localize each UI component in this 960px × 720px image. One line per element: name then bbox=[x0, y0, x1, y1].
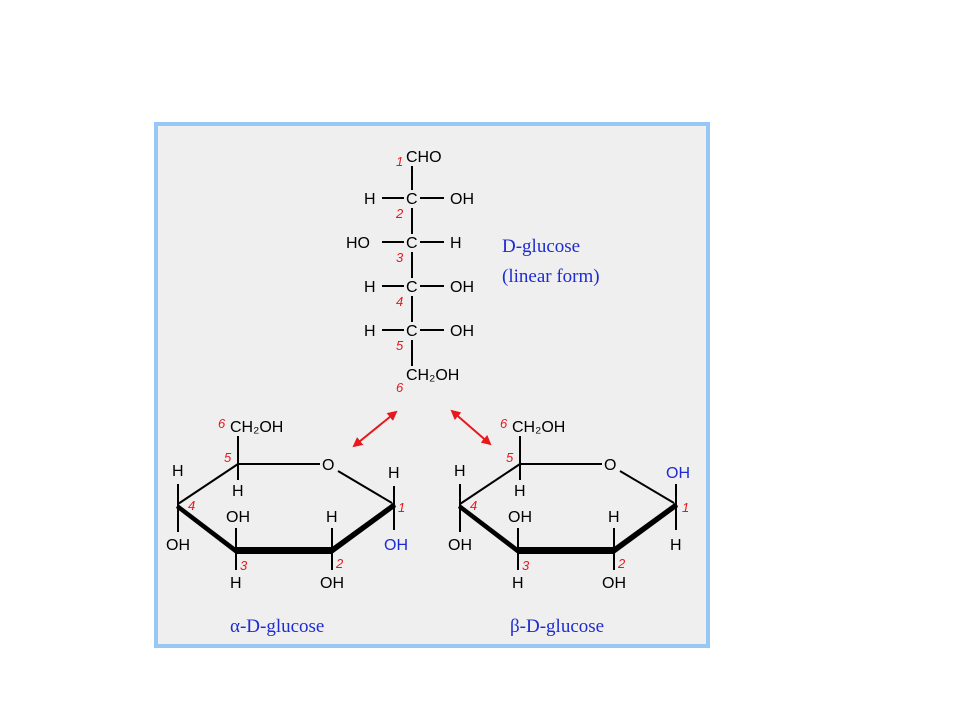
ring-bond bbox=[619, 470, 675, 504]
linear-carbon: C bbox=[406, 191, 418, 208]
beta-number-2: 2 bbox=[617, 556, 626, 571]
linear-c2-left: H bbox=[364, 191, 376, 208]
alpha-c2-top: H bbox=[326, 509, 338, 526]
linear-c1-group: CHO bbox=[406, 149, 442, 166]
alpha-number-5: 5 bbox=[224, 450, 232, 465]
beta-number-4: 4 bbox=[470, 498, 477, 513]
alpha-caption: α-D-glucose bbox=[230, 616, 324, 637]
alpha-c1-top: H bbox=[388, 465, 400, 482]
alpha-number-2: 2 bbox=[335, 556, 344, 571]
ring-bond-bold bbox=[332, 502, 396, 554]
beta-c4-top: H bbox=[454, 463, 466, 480]
beta-c1-bottom: H bbox=[670, 537, 682, 554]
alpha-c3-top: OH bbox=[226, 509, 250, 526]
alpha-c5-bottom: H bbox=[232, 483, 244, 500]
ring-bond bbox=[459, 463, 521, 505]
linear-carbon: C bbox=[406, 323, 418, 340]
equilibrium-arrow-left bbox=[352, 410, 398, 448]
ring-bond-bold bbox=[236, 547, 332, 554]
linear-c5-left: H bbox=[364, 323, 376, 340]
glucose-structures-svg: CHO C C C C H OH HO H H OH H OH CH₂OH 1 … bbox=[166, 149, 690, 637]
alpha-ring-oxygen: O bbox=[322, 457, 334, 474]
alpha-number-1: 1 bbox=[398, 500, 405, 515]
carbon-number-4: 4 bbox=[396, 294, 403, 309]
carbon-number-3: 3 bbox=[396, 250, 404, 265]
alpha-number-3: 3 bbox=[240, 558, 248, 573]
beta-c4-bottom: OH bbox=[448, 537, 472, 554]
carbon-number-2: 2 bbox=[395, 206, 404, 221]
alpha-c1-bottom: OH bbox=[384, 537, 408, 554]
beta-caption: β-D-glucose bbox=[510, 616, 604, 637]
beta-number-5: 5 bbox=[506, 450, 514, 465]
beta-c6-group: CH₂OH bbox=[512, 419, 565, 436]
beta-number-1: 1 bbox=[682, 500, 689, 515]
alpha-c2-bottom: OH bbox=[320, 575, 344, 592]
glucose-diagram-panel: CHO C C C C H OH HO H H OH H OH CH₂OH 1 … bbox=[154, 122, 710, 648]
linear-caption-line2: (linear form) bbox=[502, 266, 600, 287]
beta-c3-bottom: H bbox=[512, 575, 524, 592]
linear-caption-line1: D-glucose bbox=[502, 236, 580, 257]
carbon-number-1: 1 bbox=[396, 154, 403, 169]
linear-c6-group: CH₂OH bbox=[406, 367, 459, 384]
carbon-number-6: 6 bbox=[396, 380, 404, 395]
alpha-number-4: 4 bbox=[188, 498, 195, 513]
beta-c5-bottom: H bbox=[514, 483, 526, 500]
linear-carbon: C bbox=[406, 235, 418, 252]
linear-c4-right: OH bbox=[450, 279, 474, 296]
alpha-c3-bottom: H bbox=[230, 575, 242, 592]
linear-c5-right: OH bbox=[450, 323, 474, 340]
beta-number-6: 6 bbox=[500, 416, 508, 431]
alpha-number-6: 6 bbox=[218, 416, 226, 431]
alpha-glucose: CH₂OH O H OH H OH H H OH H OH 6 5 4 3 2 … bbox=[166, 416, 408, 637]
beta-c3-top: OH bbox=[508, 509, 532, 526]
beta-ring-oxygen: O bbox=[604, 457, 616, 474]
beta-c2-top: H bbox=[608, 509, 620, 526]
linear-c3-right: H bbox=[450, 235, 462, 252]
alpha-c4-bottom: OH bbox=[166, 537, 190, 554]
beta-number-3: 3 bbox=[522, 558, 530, 573]
equilibrium-arrow-right bbox=[450, 409, 492, 446]
beta-c2-bottom: OH bbox=[602, 575, 626, 592]
carbon-number-5: 5 bbox=[396, 338, 404, 353]
linear-form: CHO C C C C H OH HO H H OH H OH CH₂OH 1 … bbox=[346, 149, 600, 395]
ring-bond bbox=[177, 463, 239, 505]
beta-c1-top: OH bbox=[666, 465, 690, 482]
beta-glucose: CH₂OH O H OH H OH H H OH OH H 6 5 4 3 2 … bbox=[448, 416, 690, 637]
alpha-c6-group: CH₂OH bbox=[230, 419, 283, 436]
linear-c3-left: HO bbox=[346, 235, 370, 252]
ring-bond-bold bbox=[518, 547, 614, 554]
ring-bond-bold bbox=[614, 502, 678, 554]
alpha-c4-top: H bbox=[172, 463, 184, 480]
linear-carbon: C bbox=[406, 279, 418, 296]
ring-bond-bold bbox=[458, 504, 518, 554]
linear-c2-right: OH bbox=[450, 191, 474, 208]
ring-bond-bold bbox=[176, 504, 236, 554]
linear-c4-left: H bbox=[364, 279, 376, 296]
ring-bond bbox=[337, 470, 393, 504]
